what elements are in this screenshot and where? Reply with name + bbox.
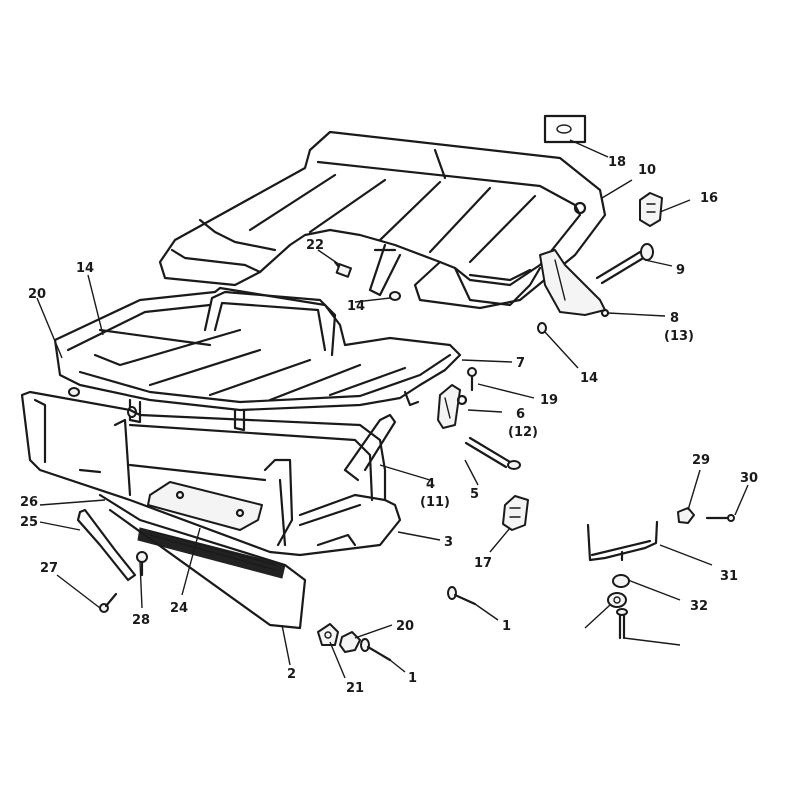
- part-21-plate: [543, 114, 587, 144]
- label-14-mid: 14: [347, 299, 365, 314]
- callout-labels: 18 10 16 9 8 (13) 14 22 14 14 20 7 19 6 …: [20, 155, 758, 696]
- label-4-alt: (11): [420, 495, 450, 510]
- label-3: 3: [444, 535, 453, 550]
- label-17: 21: [346, 681, 364, 696]
- part-3-bumper: [20, 390, 402, 557]
- part-1-bolt-upper: [447, 586, 477, 606]
- label-23: 25: [20, 515, 38, 530]
- label-24: 26: [20, 495, 38, 510]
- part-18-front-rack: [53, 286, 462, 432]
- label-6: 6: [516, 407, 525, 422]
- label-4: 4: [426, 477, 435, 492]
- label-18: 20: [28, 287, 46, 302]
- label-30: 32: [690, 599, 708, 614]
- part-22-skid-plate: [137, 481, 286, 579]
- label-21: 18: [608, 155, 626, 170]
- part-17-washer: [317, 623, 339, 646]
- part-9-bolt: [595, 243, 654, 285]
- part-28-bolt: [705, 514, 735, 522]
- leader-lines: [36, 139, 749, 679]
- label-15: 19: [540, 393, 558, 408]
- part-2-lower-plate: [98, 493, 307, 630]
- part-16-nut: [339, 631, 361, 653]
- label-28: 30: [740, 471, 758, 486]
- part-31-washer: [607, 592, 627, 608]
- label-1-lower: 1: [408, 671, 417, 686]
- label-27: 29: [692, 453, 710, 468]
- label-29: 31: [720, 569, 738, 584]
- part-10-rear-rack: [158, 130, 607, 310]
- part-30-washer: [612, 574, 630, 588]
- part-32-bolt: [616, 608, 628, 640]
- label-22: 24: [170, 601, 188, 616]
- part-4-strut: [343, 413, 397, 482]
- label-5: 5: [470, 487, 479, 502]
- label-16: 20: [396, 619, 414, 634]
- label-8-alt: (13): [664, 329, 694, 344]
- part-27-nut: [677, 507, 695, 524]
- part-19-stud: [333, 260, 353, 278]
- label-7: 7: [516, 356, 525, 371]
- label-26: 28: [132, 613, 150, 628]
- part-14-spacers: [389, 291, 547, 334]
- part-8-bracket: [539, 249, 610, 318]
- part-25-bolt: [99, 592, 118, 613]
- part-15-bolt: [467, 367, 477, 392]
- part-26-bolt: [136, 551, 148, 577]
- part-5-bolt: [464, 436, 521, 470]
- label-14-left: 14: [76, 261, 94, 276]
- part-20-clip-top: [639, 192, 663, 227]
- label-19: 22: [306, 238, 324, 253]
- label-6-alt: (12): [508, 425, 538, 440]
- label-9: 9: [676, 263, 685, 278]
- part-6-bracket: [437, 384, 468, 429]
- part-1-bolt-lower: [360, 638, 392, 662]
- label-20-top: 16: [700, 191, 718, 206]
- label-8: 8: [670, 311, 679, 326]
- label-20-lower: 17: [474, 556, 492, 571]
- label-1-upper: 1: [502, 619, 511, 634]
- label-25: 27: [40, 561, 58, 576]
- label-2: 2: [287, 667, 296, 682]
- part-23-24-strap: [76, 508, 137, 582]
- part-20-clip-lower: [502, 495, 529, 531]
- part-29-u-bracket: [586, 520, 659, 562]
- label-14-right: 14: [580, 371, 598, 386]
- label-10: 10: [638, 163, 656, 178]
